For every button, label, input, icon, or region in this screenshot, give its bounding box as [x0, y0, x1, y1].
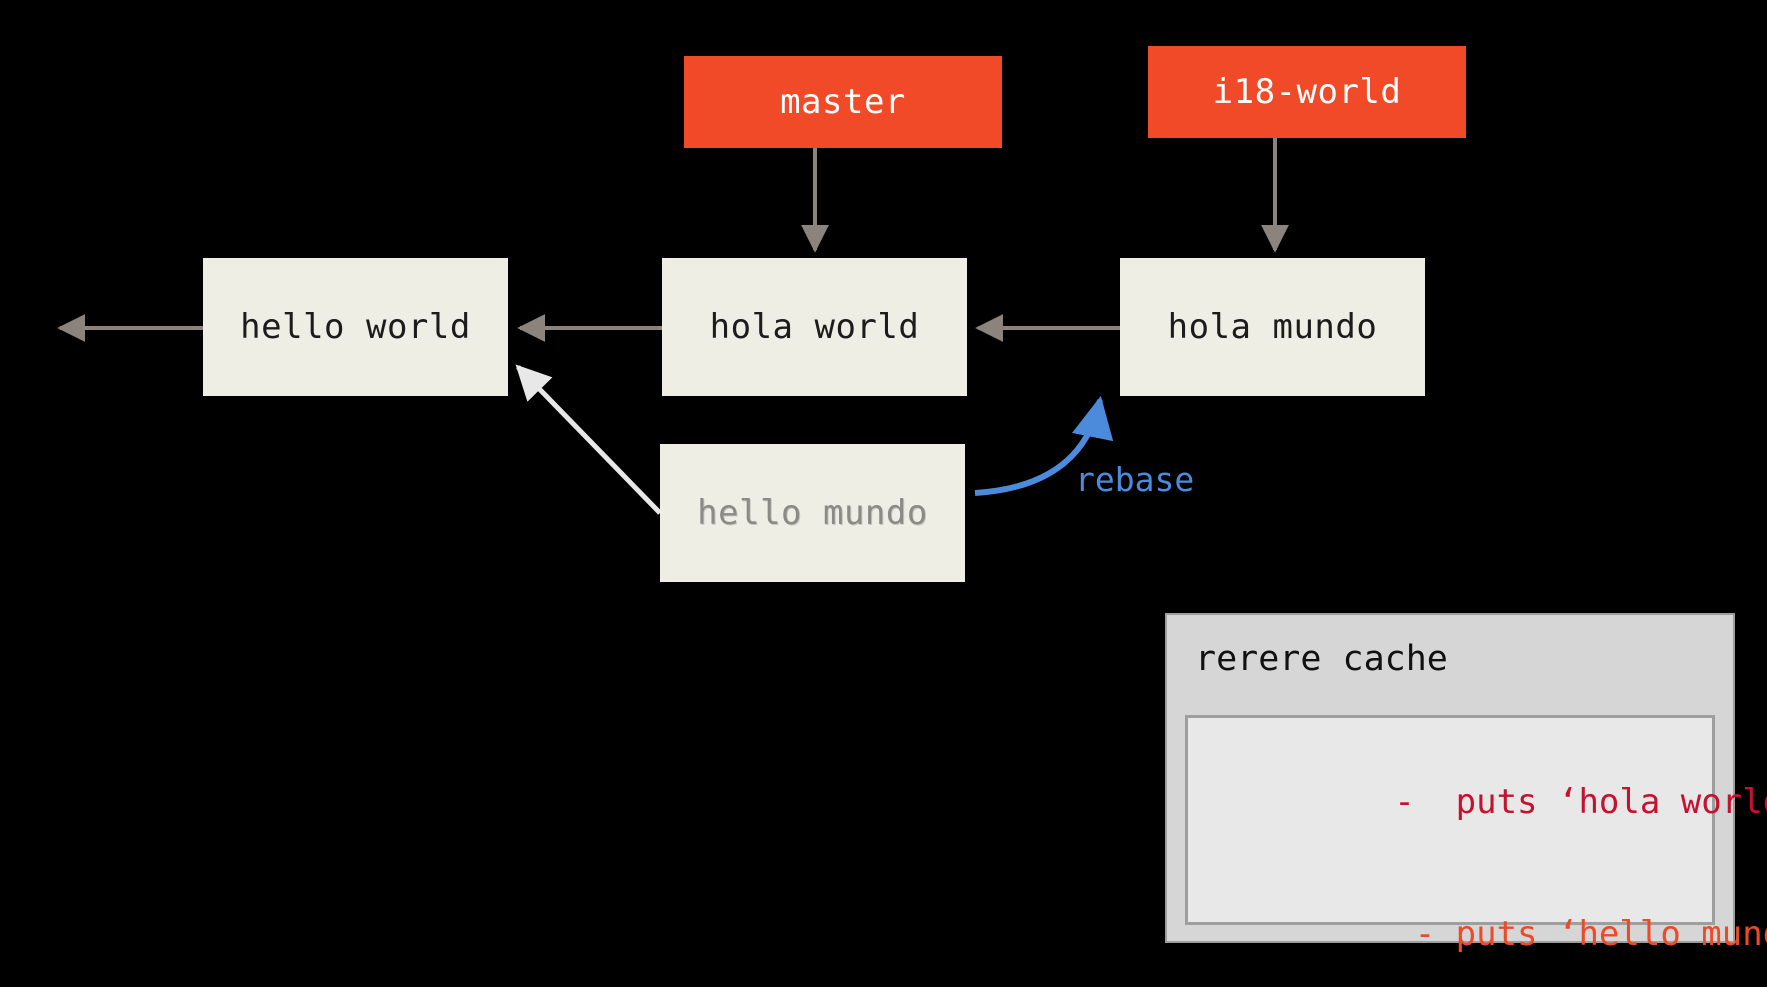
commit-label-hola-mundo: hola mundo: [1167, 307, 1378, 347]
rerere-cache-title: rerere cache: [1195, 639, 1448, 679]
branch-label-master-text: master: [780, 82, 906, 122]
branch-label-i18-world[interactable]: i18-world: [1148, 46, 1466, 138]
commit-label-hello-mundo: hello mundo: [697, 493, 928, 533]
diff-line-removed-ours: - puts ‘hola world’: [1210, 736, 1767, 868]
branch-label-master[interactable]: master: [684, 56, 1002, 148]
edge-hello-mundo-to-hello-world: [515, 364, 662, 515]
diff-line-1-text: - puts ‘hola world’: [1373, 782, 1767, 822]
branch-label-i18-world-text: i18-world: [1212, 72, 1402, 112]
commit-node-hola-world[interactable]: hola world: [662, 258, 967, 396]
edge-rebase-curve: [974, 395, 1114, 496]
rebase-annotation-label: rebase: [1075, 460, 1194, 499]
commit-label-hello-world: hello world: [240, 307, 471, 347]
rerere-cache-panel: rerere cache - puts ‘hola world’ - puts …: [1165, 613, 1767, 954]
commit-label-hola-world: hola world: [709, 307, 920, 347]
rerere-cache-title-text: rerere cache: [1195, 639, 1448, 679]
rerere-diff-block: - puts ‘hola world’ - puts ‘hello mundo’…: [1185, 715, 1767, 954]
commit-node-hello-world[interactable]: hello world: [203, 258, 508, 396]
diff-line-removed-theirs: - puts ‘hello mundo’: [1210, 868, 1767, 987]
commit-node-hola-mundo[interactable]: hola mundo: [1120, 258, 1425, 396]
commit-node-hello-mundo[interactable]: hello mundo: [660, 444, 965, 582]
rebase-annotation-text: rebase: [1075, 460, 1195, 499]
diff-line-2-text: - puts ‘hello mundo’: [1414, 914, 1767, 954]
